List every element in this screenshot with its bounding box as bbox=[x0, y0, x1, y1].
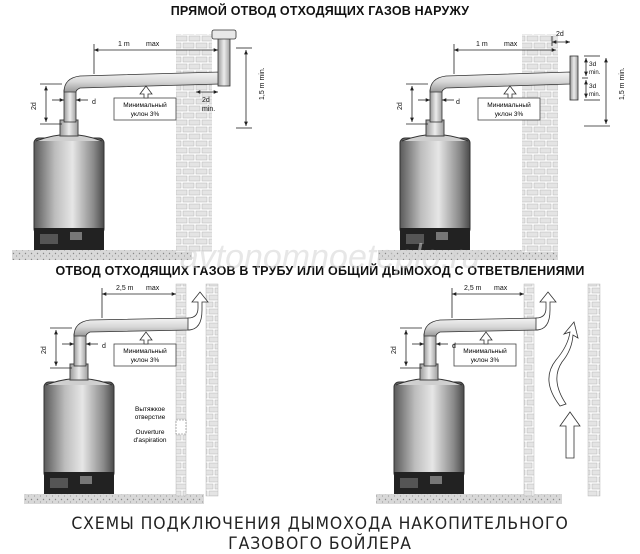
dim-d-label: d bbox=[456, 99, 460, 106]
caption: СХЕМЫ ПОДКЛЮЧЕНИЯ ДЫМОХОДА НАКОПИТЕЛЬНОГ… bbox=[71, 514, 569, 554]
brick-wall bbox=[522, 34, 558, 252]
floor-slab bbox=[12, 250, 192, 260]
dim-min-upper-label: min. bbox=[589, 70, 601, 76]
flue-pipe bbox=[423, 291, 557, 367]
dimension-lines bbox=[40, 44, 252, 129]
slope-callout: Минимальный уклон 3% bbox=[453, 331, 517, 367]
slope-label-line1: Минимальный bbox=[463, 347, 507, 355]
chimney-wall-right bbox=[205, 283, 219, 497]
vent-label-ru-1: Вытяжкое bbox=[135, 406, 165, 413]
vent-label-ru-2: отверстие bbox=[135, 414, 166, 421]
dim-2d-label: 2d bbox=[397, 102, 404, 110]
vent-opening: Вытяжкое отверстие Ouverture d'aspiratio… bbox=[133, 406, 187, 444]
chimney-wall-right bbox=[587, 283, 601, 497]
dim-15m-label: 1,5 m min. bbox=[619, 67, 626, 100]
dim-2d-wall-label: 2d bbox=[202, 97, 210, 104]
flue-pipe bbox=[73, 291, 209, 367]
slope-label-line2: уклон 3% bbox=[495, 111, 524, 118]
slope-label-line1: Минимальный bbox=[487, 101, 531, 109]
slope-callout: Минимальный уклон 3% bbox=[113, 85, 177, 121]
dimension-lines bbox=[406, 36, 610, 127]
dim-length-label: 1 m bbox=[118, 41, 130, 48]
slope-label-line2: уклон 3% bbox=[471, 357, 500, 364]
dim-max-label: max bbox=[494, 285, 508, 292]
panel-direct-outlet-left: Минимальный уклон 3% 1 m max d 2d 2d min… bbox=[12, 29, 266, 260]
brick-wall bbox=[176, 34, 212, 252]
chimney-wall-left bbox=[175, 283, 187, 497]
slope-label-line2: уклон 3% bbox=[131, 111, 160, 118]
dimension-lines bbox=[50, 288, 176, 369]
floor-slab bbox=[24, 494, 204, 504]
dim-15m-label: 1,5 m min. bbox=[259, 67, 266, 100]
dim-min-lower-label: min. bbox=[589, 92, 601, 98]
slope-label-line1: Минимальный bbox=[123, 347, 167, 355]
slope-label-line1: Минимальный bbox=[123, 101, 167, 109]
dim-max-label: max bbox=[146, 41, 160, 48]
dim-d-label: d bbox=[92, 99, 96, 106]
dim-length-label: 2,5 m bbox=[464, 285, 482, 292]
title-common-flue: ОТВОД ОТХОДЯЩИХ ГАЗОВ В ТРУБУ ИЛИ ОБЩИЙ … bbox=[55, 264, 585, 278]
watermark: avtonomnoeteplo.ru bbox=[180, 238, 481, 276]
dim-max-label: max bbox=[146, 285, 160, 292]
dim-min-label: min. bbox=[202, 106, 215, 113]
dim-2d-label: 2d bbox=[41, 346, 48, 354]
title-direct-outlet: ПРЯМОЙ ОТВОД ОТХОДЯЩИХ ГАЗОВ НАРУЖУ bbox=[170, 4, 470, 18]
flue-pipe bbox=[63, 29, 237, 123]
panel-common-flue-right: Минимальный уклон 3% 2,5 m max d 2d bbox=[376, 283, 601, 504]
dim-length-label: 2,5 m bbox=[116, 285, 134, 292]
vent-label-fr-1: Ouverture bbox=[136, 429, 165, 436]
slope-label-line2: уклон 3% bbox=[131, 357, 160, 364]
dim-3d-upper-label: 3d bbox=[589, 61, 597, 68]
panel-direct-outlet-right: Минимальный уклон 3% 1 m max 2d 3d min. … bbox=[378, 31, 626, 260]
dim-max-label: max bbox=[504, 41, 518, 48]
flue-pipe bbox=[429, 55, 579, 123]
dim-3d-lower-label: 3d bbox=[589, 83, 597, 90]
dim-2d-label: 2d bbox=[31, 102, 38, 110]
vent-label-fr-2: d'aspiration bbox=[133, 437, 166, 444]
slope-callout: Минимальный уклон 3% bbox=[477, 85, 541, 121]
floor-slab bbox=[378, 250, 558, 260]
boiler bbox=[393, 363, 465, 494]
boiler bbox=[33, 119, 105, 250]
panel-common-flue-left: Минимальный уклон 3% Вытяжкое отверстие … bbox=[24, 283, 219, 504]
dim-2d-top-label: 2d bbox=[556, 31, 564, 38]
dim-d-label: d bbox=[452, 343, 456, 350]
dim-2d-label: 2d bbox=[391, 346, 398, 354]
boiler bbox=[43, 363, 115, 494]
boiler bbox=[399, 119, 471, 250]
dim-d-label: d bbox=[102, 343, 106, 350]
draft-arrows bbox=[548, 321, 581, 459]
chimney-wall-left bbox=[523, 283, 535, 497]
slope-callout: Минимальный уклон 3% bbox=[113, 331, 177, 367]
dimension-lines bbox=[400, 288, 524, 369]
floor-slab bbox=[376, 494, 562, 504]
dim-length-label: 1 m bbox=[476, 41, 488, 48]
